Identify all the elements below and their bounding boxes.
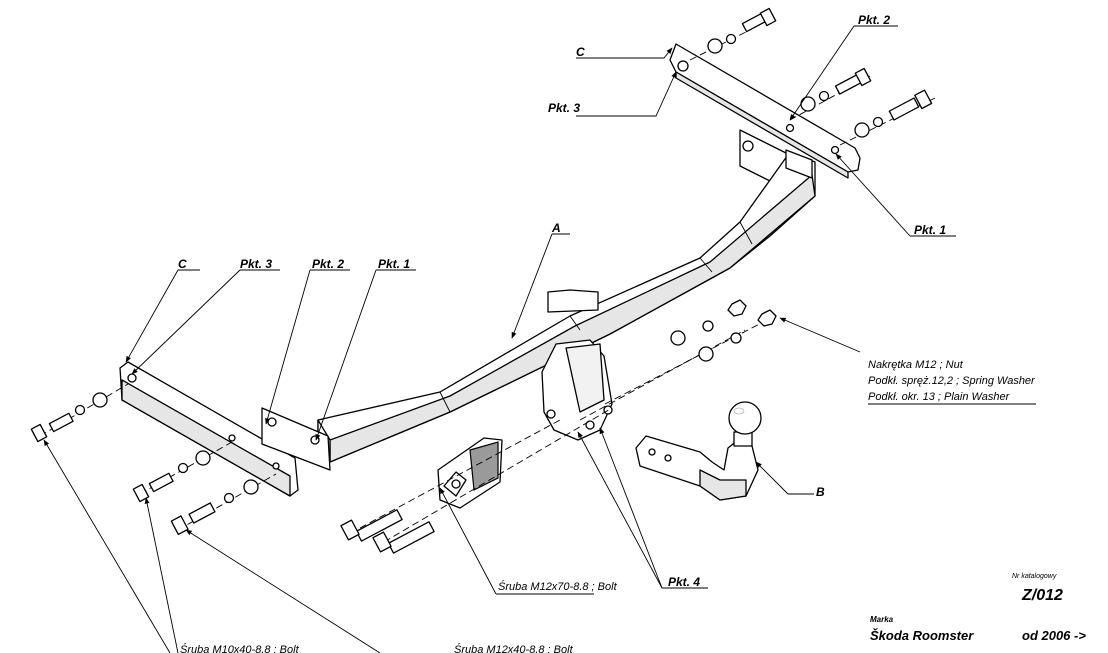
label-pkt1-right: Pkt. 1 [914, 223, 946, 237]
catalog-number: Z/012 [1021, 587, 1063, 604]
label-pkt3-right: Pkt. 3 [548, 101, 580, 115]
label-c-left: C [178, 257, 187, 271]
nuts-and-washers [579, 299, 777, 421]
leader-lines [43, 25, 1036, 653]
hitch-mount-plates [541, 289, 613, 441]
note-bolt-right: Śruba M12x40-8.8 ; Bolt [454, 643, 574, 653]
tow-ball-arm [635, 431, 759, 501]
label-a: A [551, 221, 561, 235]
label-pkt3-left: Pkt. 3 [240, 257, 272, 271]
note-bolt-left: Śruba M10x40-8.8 ; Bolt [180, 643, 300, 653]
note-bolt-m12x70: Śruba M12x70-8.8 ; Bolt [498, 580, 618, 593]
left-bracket-plate [119, 361, 299, 497]
catalog-label: Nr katalogowy [1012, 573, 1057, 580]
label-pkt2-left: Pkt. 2 [312, 257, 344, 271]
label-pkt4: Pkt. 4 [668, 575, 700, 589]
left-bracket-bolts [30, 383, 277, 536]
label-pkt2-right: Pkt. 2 [858, 13, 890, 27]
note-spring-washer: Podkł. spręż.12,2 ; Spring Washer [868, 375, 1036, 387]
brand-name: Škoda Roomster [870, 628, 974, 643]
label-pkt1-left: Pkt. 1 [378, 257, 410, 271]
label-b: B [816, 485, 825, 499]
tow-ball [728, 401, 762, 435]
note-plain-washer: Podkł. okr. 13 ; Plain Washer [868, 391, 1011, 403]
label-c-right: C [576, 45, 585, 59]
brand-label: Marka [870, 615, 894, 624]
brand-since: od 2006 -> [1022, 628, 1086, 643]
right-bracket-bolts [689, 7, 936, 146]
socket-plate [437, 437, 503, 509]
note-nut: Nakrętka M12 ; Nut [868, 359, 964, 371]
